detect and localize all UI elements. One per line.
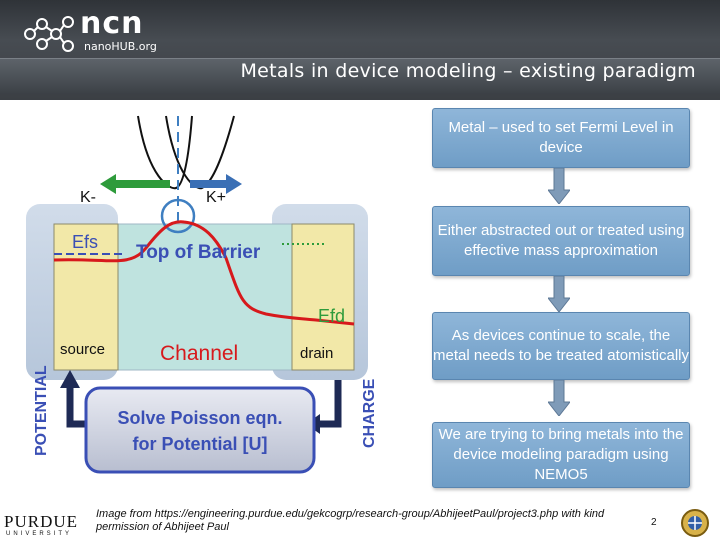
band-parabola-right bbox=[165, 115, 235, 190]
charge-label: CHARGE bbox=[361, 378, 378, 448]
potential-feedback-arrowhead-icon bbox=[60, 370, 80, 388]
purdue-logo-subtext: UNIVERSITY bbox=[6, 531, 73, 537]
poisson-line-2: for Potential [U] bbox=[133, 434, 268, 454]
k-minus-arrow-icon bbox=[100, 174, 170, 194]
logo-text: ncn bbox=[80, 6, 144, 41]
logo-subtext: nanoHUB.org bbox=[84, 40, 157, 53]
efd-label: Efd bbox=[318, 306, 345, 326]
down-arrow-icon bbox=[548, 276, 570, 312]
k-minus-label: K- bbox=[80, 189, 96, 206]
source-region bbox=[53, 223, 119, 371]
page-number: 2 bbox=[651, 517, 657, 528]
top-of-barrier-circle bbox=[160, 198, 196, 234]
potential-feedback-arrow-icon bbox=[66, 382, 90, 428]
efs-label: Efs bbox=[72, 232, 98, 252]
down-arrow-icon bbox=[548, 168, 570, 204]
flow-box-atomistic: As devices continue to scale, the metal … bbox=[432, 312, 690, 380]
image-credit-caption: Image from https://engineering.purdue.ed… bbox=[96, 508, 605, 533]
k-plus-label: K+ bbox=[206, 189, 226, 206]
source-label: source bbox=[60, 341, 105, 358]
nanohub-logo-icon bbox=[24, 16, 74, 52]
purdue-logo-text: PURDUE bbox=[4, 512, 79, 531]
channel-region bbox=[91, 223, 305, 371]
title-bar bbox=[0, 58, 720, 93]
barrier-profile-curve bbox=[53, 220, 355, 326]
device-diagram: K- K+ Efs Top of Barrier Efd source Chan… bbox=[26, 115, 378, 474]
down-arrow-icon bbox=[548, 380, 570, 416]
poisson-line-1: Solve Poisson eqn. bbox=[117, 408, 282, 428]
top-of-barrier-label: Top of Barrier bbox=[136, 242, 261, 263]
nsf-seal-icon bbox=[681, 509, 709, 537]
drain-region bbox=[291, 223, 355, 371]
flow-box-nemo5: We are trying to bring metals into the d… bbox=[432, 422, 690, 488]
flow-box-abstracted: Either abstracted out or treated using e… bbox=[432, 206, 690, 276]
band-parabola-left bbox=[137, 115, 193, 190]
channel-label: Channel bbox=[160, 342, 238, 365]
potential-label: POTENTIAL bbox=[33, 365, 50, 456]
slide-title: Metals in device modeling – existing par… bbox=[240, 60, 696, 82]
flow-box-metal-fermi: Metal – used to set Fermi Level in devic… bbox=[432, 108, 690, 168]
k-plus-arrow-icon bbox=[190, 174, 242, 194]
poisson-box bbox=[84, 386, 316, 474]
drain-label: drain bbox=[300, 345, 333, 362]
charge-feedback-arrow-icon bbox=[316, 380, 342, 428]
